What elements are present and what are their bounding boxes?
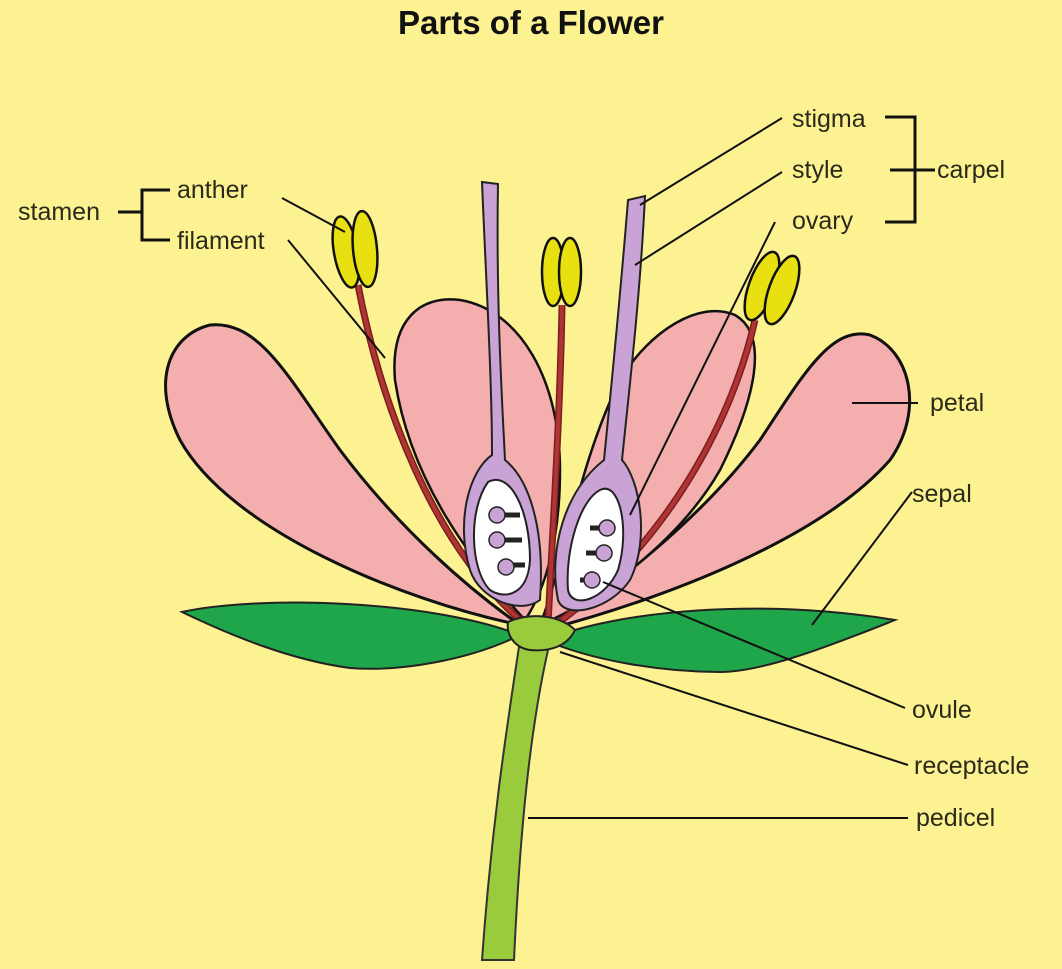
label-receptacle: receptacle	[914, 752, 1029, 780]
label-style: style	[792, 156, 843, 184]
diagram-title: Parts of a Flower	[398, 4, 664, 41]
carpel-left	[463, 180, 542, 607]
carpel-right	[554, 194, 647, 612]
label-pedicel: pedicel	[916, 804, 995, 832]
label-ovule: ovule	[912, 696, 972, 724]
label-anther: anther	[177, 176, 248, 204]
leader-lines	[281, 117, 918, 819]
label-stamen: stamen	[18, 198, 100, 226]
pedicel	[480, 638, 550, 961]
label-ovary: ovary	[792, 207, 854, 235]
label-carpel: carpel	[937, 156, 1005, 184]
label-petal: petal	[930, 389, 984, 417]
label-stigma: stigma	[792, 105, 866, 133]
carpel-bracket	[885, 115, 935, 224]
label-filament: filament	[177, 227, 265, 255]
anther-left	[331, 209, 379, 289]
anther-right	[743, 250, 801, 326]
sepal-left	[178, 601, 523, 670]
stamen-bracket	[118, 188, 170, 242]
anther-center	[540, 236, 583, 308]
label-sepal: sepal	[912, 480, 972, 508]
petal-left-outer	[164, 323, 521, 627]
petal-right-outer	[544, 332, 912, 632]
receptacle	[506, 615, 577, 652]
sepal-right	[542, 607, 899, 674]
filament-center-fill	[546, 304, 564, 626]
